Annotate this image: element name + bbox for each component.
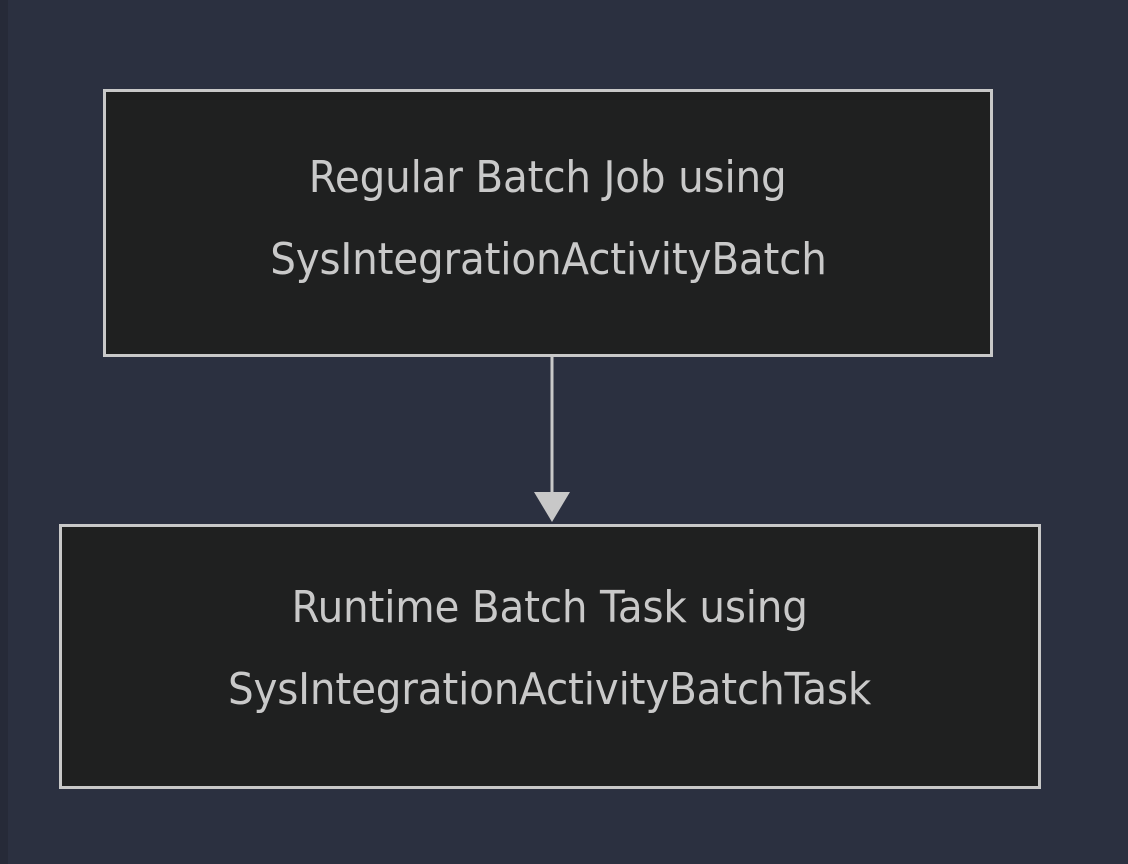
canvas-left-edge-band — [0, 0, 8, 864]
node-runtime-batch-task[interactable]: Runtime Batch Task using SysIntegrationA… — [59, 524, 1041, 789]
node-regular-batch-job-line-1: Regular Batch Job using — [309, 152, 787, 203]
node-regular-batch-job[interactable]: Regular Batch Job using SysIntegrationAc… — [103, 89, 993, 357]
node-runtime-batch-task-line-2: SysIntegrationActivityBatchTask — [228, 663, 872, 715]
edge-batch-job-to-batch-task — [534, 357, 570, 522]
arrowhead-down-icon — [534, 492, 570, 522]
node-runtime-batch-task-line-1: Runtime Batch Task using — [291, 581, 809, 633]
node-regular-batch-job-line-2: SysIntegrationActivityBatch — [269, 234, 827, 285]
